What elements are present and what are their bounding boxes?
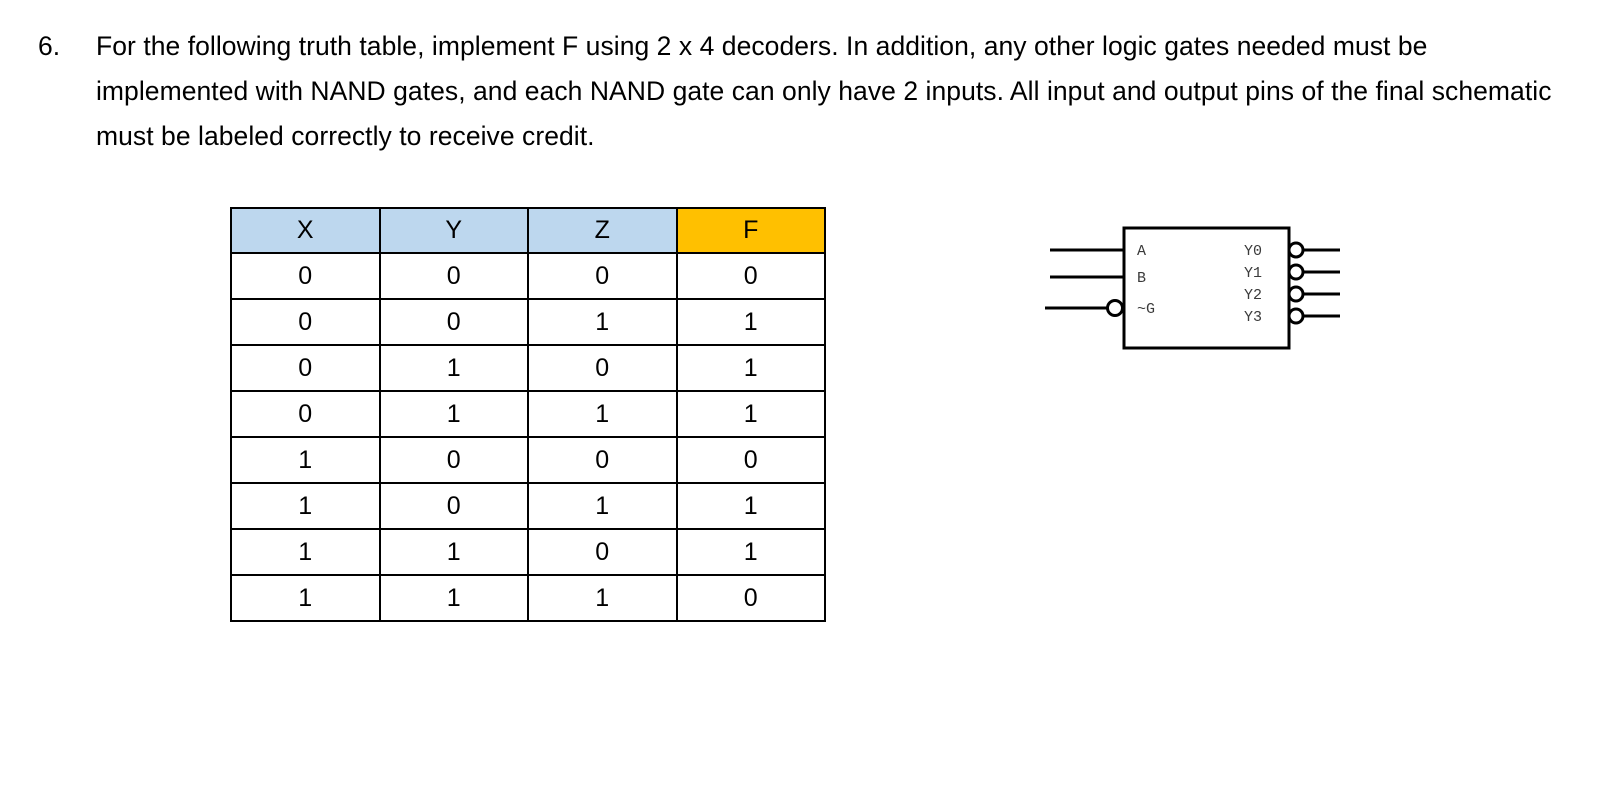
cell-x: 1 [230, 436, 381, 484]
inversion-bubble-icon [1106, 299, 1124, 317]
cell-y: 1 [378, 344, 529, 392]
cell-f: 0 [675, 436, 826, 484]
cell-z: 1 [527, 390, 678, 438]
cell-x: 1 [230, 574, 381, 622]
table-row: 1 0 0 0 [230, 436, 826, 484]
question-block: 6. For the following truth table, implem… [38, 24, 1558, 159]
cell-x: 1 [230, 528, 381, 576]
input-label-g: ~G [1137, 301, 1155, 318]
inversion-bubble-icon [1287, 263, 1305, 281]
cell-z: 1 [527, 482, 678, 530]
question-text: For the following truth table, implement… [96, 31, 1552, 151]
cell-z: 0 [527, 528, 678, 576]
inversion-bubble-icon [1287, 307, 1305, 325]
cell-z: 0 [527, 436, 678, 484]
cell-y: 0 [378, 298, 529, 346]
table-row: 0 1 1 1 [230, 390, 826, 438]
table-row: 0 0 0 0 [230, 252, 826, 300]
output-label-y0: Y0 [1244, 243, 1262, 260]
cell-z: 1 [527, 574, 678, 622]
output-label-y2: Y2 [1244, 287, 1262, 304]
column-header-y: Y [378, 207, 529, 254]
column-header-z: Z [527, 207, 678, 254]
cell-y: 1 [378, 390, 529, 438]
cell-f: 0 [675, 574, 826, 622]
output-label-y1: Y1 [1244, 265, 1262, 282]
table-row: 0 1 0 1 [230, 344, 826, 392]
cell-z: 0 [527, 252, 678, 300]
table-row: 1 0 1 1 [230, 482, 826, 530]
truth-table-container: X Y Z F 0 0 0 0 0 0 1 1 0 1 0 [230, 207, 826, 622]
cell-y: 1 [378, 574, 529, 622]
input-label-b: B [1137, 270, 1146, 287]
cell-y: 0 [378, 252, 529, 300]
cell-y: 0 [378, 436, 529, 484]
cell-f: 0 [675, 252, 826, 300]
cell-x: 0 [230, 298, 381, 346]
inversion-bubble-icon [1287, 285, 1305, 303]
output-label-y3: Y3 [1244, 309, 1262, 326]
cell-x: 1 [230, 482, 381, 530]
table-row: 0 0 1 1 [230, 298, 826, 346]
input-label-a: A [1137, 243, 1146, 260]
cell-z: 0 [527, 344, 678, 392]
question-number: 6. [38, 31, 61, 61]
cell-f: 1 [675, 298, 826, 346]
inversion-bubble-icon [1287, 241, 1305, 259]
truth-table: X Y Z F 0 0 0 0 0 0 1 1 0 1 0 [230, 207, 826, 622]
cell-f: 1 [675, 482, 826, 530]
decoder-body-rect [1122, 226, 1291, 350]
cell-y: 0 [378, 482, 529, 530]
column-header-x: X [230, 207, 381, 254]
cell-z: 1 [527, 298, 678, 346]
table-row: 1 1 0 1 [230, 528, 826, 576]
column-header-f: F [675, 207, 826, 254]
cell-x: 0 [230, 344, 381, 392]
decoder-schematic: A B ~G Y0 Y1 Y2 Y3 [1035, 215, 1355, 365]
table-header-row: X Y Z F [230, 207, 826, 254]
cell-y: 1 [378, 528, 529, 576]
cell-x: 0 [230, 252, 381, 300]
cell-f: 1 [675, 344, 826, 392]
cell-f: 1 [675, 528, 826, 576]
cell-f: 1 [675, 390, 826, 438]
cell-x: 0 [230, 390, 381, 438]
table-row: 1 1 1 0 [230, 574, 826, 622]
